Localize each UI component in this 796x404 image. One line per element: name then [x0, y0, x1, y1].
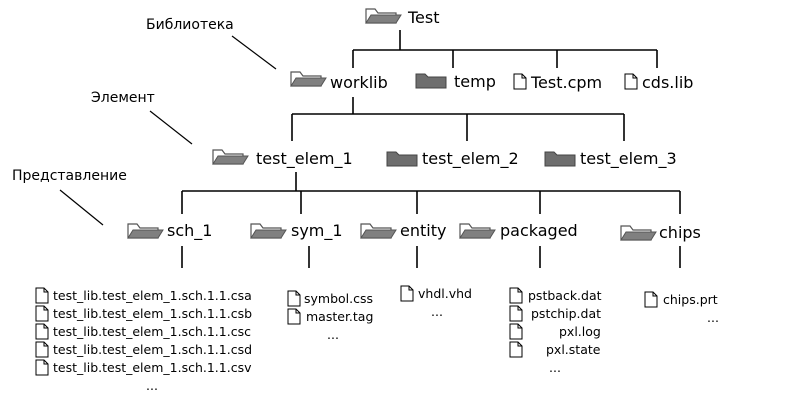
node-test-cpm[interactable]: Test.cpm — [513, 73, 602, 92]
side-label-library: Библиотека — [146, 17, 234, 33]
file-list-entity: vhdl.vhd ... — [400, 285, 472, 319]
file-label: test_lib.test_elem_1.sch.1.1.csv — [53, 360, 252, 375]
node-label: packaged — [500, 221, 578, 240]
node-label: worklib — [330, 73, 388, 92]
folder-closed-icon — [415, 73, 447, 89]
side-label-view: Представление — [12, 168, 127, 184]
node-temp[interactable]: temp — [415, 72, 496, 91]
file-item[interactable]: vhdl.vhd — [400, 285, 472, 302]
file-label: pxl.log — [559, 324, 601, 339]
folder-open-icon — [620, 225, 657, 241]
node-label: chips — [659, 223, 701, 242]
file-label: test_lib.test_elem_1.sch.1.1.csa — [53, 288, 252, 303]
file-list-chips: chips.prt ... — [644, 291, 719, 325]
file-item[interactable]: test_lib.test_elem_1.sch.1.1.csa — [35, 287, 252, 304]
file-icon — [509, 305, 523, 322]
file-icon — [35, 359, 49, 376]
node-test-elem-3[interactable]: test_elem_3 — [544, 149, 677, 169]
file-icon — [35, 323, 49, 340]
node-label: temp — [454, 72, 496, 91]
folder-open-icon — [365, 8, 402, 24]
file-list-sym-1: symbol.css master.tag ... — [287, 290, 373, 342]
node-label: entity — [400, 221, 446, 240]
node-sym-1[interactable]: sym_1 — [250, 221, 343, 241]
file-item[interactable]: symbol.css — [287, 290, 373, 307]
pointer-element — [149, 110, 193, 145]
file-item[interactable]: pxl.log — [509, 323, 601, 340]
pointer-library — [231, 35, 277, 70]
file-label: vhdl.vhd — [418, 286, 472, 301]
node-label: Test.cpm — [530, 73, 602, 92]
node-label: sym_1 — [291, 221, 343, 241]
node-test-elem-1[interactable]: test_elem_1 — [212, 149, 353, 169]
file-icon — [287, 290, 301, 307]
folder-open-icon — [250, 223, 287, 239]
file-icon — [509, 287, 523, 304]
file-label: test_lib.test_elem_1.sch.1.1.csc — [53, 324, 251, 339]
file-label: chips.prt — [663, 292, 718, 307]
folder-open-icon — [127, 223, 164, 239]
folder-open-icon — [459, 223, 496, 239]
file-item[interactable]: test_lib.test_elem_1.sch.1.1.csc — [35, 323, 251, 340]
file-icon — [35, 305, 49, 322]
pointer-view — [59, 189, 104, 226]
node-test-elem-2[interactable]: test_elem_2 — [386, 149, 519, 169]
node-packaged[interactable]: packaged — [459, 221, 578, 240]
file-list-packaged: pstback.dat pstchip.dat pxl.log pxl.stat… — [509, 287, 602, 375]
side-label-element: Элемент — [91, 90, 155, 106]
file-icon — [644, 291, 658, 308]
file-icon — [509, 323, 523, 340]
file-label: symbol.css — [304, 291, 373, 306]
file-icon — [400, 285, 414, 302]
node-sch-1[interactable]: sch_1 — [127, 221, 212, 241]
file-item[interactable]: chips.prt — [644, 291, 718, 308]
node-label: test_elem_2 — [422, 149, 519, 169]
file-icon — [35, 287, 49, 304]
file-item[interactable]: pstback.dat — [509, 287, 602, 304]
file-icon — [35, 341, 49, 358]
more-ellipsis: ... — [327, 327, 339, 342]
node-label: Test — [407, 8, 440, 27]
node-root[interactable]: Test — [365, 8, 440, 27]
more-ellipsis: ... — [549, 360, 561, 375]
node-chips[interactable]: chips — [620, 223, 701, 242]
node-label: cds.lib — [642, 73, 693, 92]
file-label: master.tag — [306, 309, 373, 324]
folder-closed-icon — [386, 151, 418, 167]
folder-open-icon — [290, 71, 327, 87]
folder-closed-icon — [544, 151, 576, 167]
more-ellipsis: ... — [707, 310, 719, 325]
file-item[interactable]: test_lib.test_elem_1.sch.1.1.csv — [35, 359, 252, 376]
file-icon — [287, 308, 301, 325]
file-item[interactable]: pstchip.dat — [509, 305, 601, 322]
file-item[interactable]: pxl.state — [509, 341, 601, 358]
node-entity[interactable]: entity — [360, 221, 446, 240]
file-label: pxl.state — [546, 342, 601, 357]
node-worklib[interactable]: worklib — [290, 71, 388, 92]
file-icon — [513, 73, 527, 90]
file-label: test_lib.test_elem_1.sch.1.1.csd — [53, 342, 252, 357]
folder-open-icon — [360, 223, 397, 239]
more-ellipsis: ... — [146, 378, 158, 393]
node-label: sch_1 — [167, 221, 212, 241]
file-label: test_lib.test_elem_1.sch.1.1.csb — [53, 306, 252, 321]
file-list-sch-1: test_lib.test_elem_1.sch.1.1.csa test_li… — [35, 287, 252, 393]
folder-open-icon — [212, 149, 249, 165]
file-label: pstback.dat — [528, 288, 602, 303]
file-item[interactable]: master.tag — [287, 308, 373, 325]
node-cds-lib[interactable]: cds.lib — [624, 73, 693, 92]
file-label: pstchip.dat — [531, 306, 601, 321]
file-icon — [509, 341, 523, 358]
node-label: test_elem_3 — [580, 149, 677, 169]
node-label: test_elem_1 — [256, 149, 353, 169]
file-item[interactable]: test_lib.test_elem_1.sch.1.1.csd — [35, 341, 252, 358]
more-ellipsis: ... — [431, 304, 443, 319]
file-item[interactable]: test_lib.test_elem_1.sch.1.1.csb — [35, 305, 252, 322]
file-icon — [624, 73, 638, 90]
